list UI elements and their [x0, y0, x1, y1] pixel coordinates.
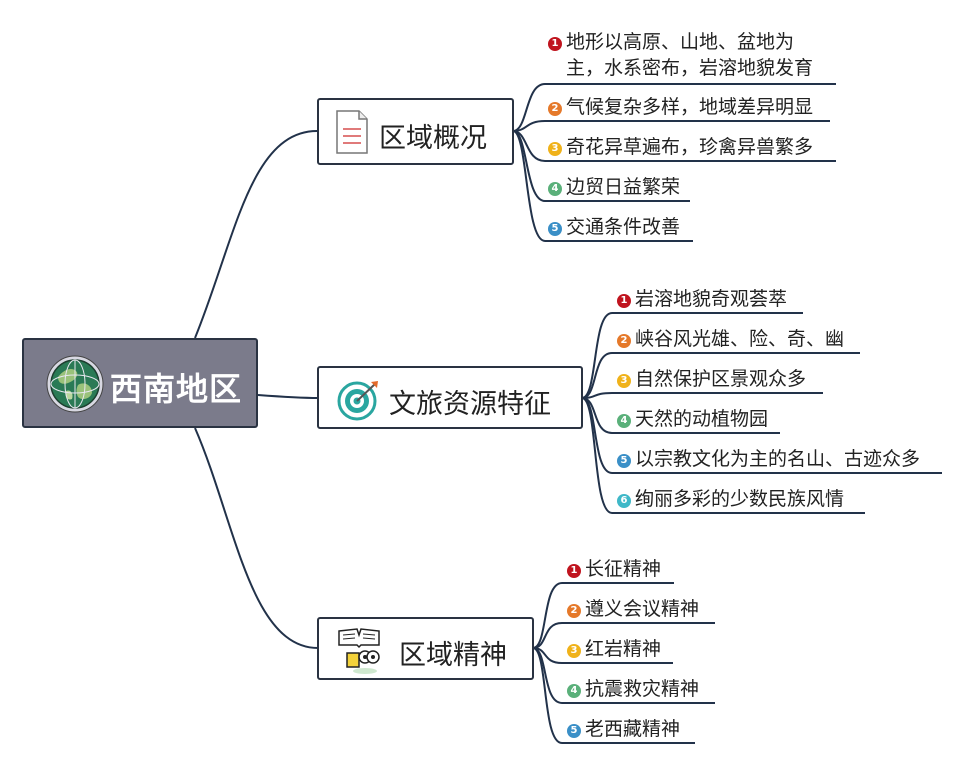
- leaf-text: 红岩精神: [585, 638, 661, 660]
- topic-tourism-resources[interactable]: 文旅资源特征: [317, 366, 583, 429]
- leaf-text: 气候复杂多样，地域差异明显: [566, 96, 813, 118]
- globe-icon: [46, 355, 104, 413]
- number-badge: 5: [548, 222, 562, 236]
- leaf-item[interactable]: 5 老西藏精神: [567, 717, 680, 741]
- leaf-text: 地形以高原、山地、盆地为: [566, 31, 794, 53]
- leaf-item[interactable]: 2 峡谷风光雄、险、奇、幽: [617, 327, 844, 351]
- leaf-text: 峡谷风光雄、险、奇、幽: [635, 328, 844, 350]
- number-badge: 1: [567, 564, 581, 578]
- number-badge: 3: [617, 374, 631, 388]
- leaf-item[interactable]: 5 交通条件改善: [548, 215, 680, 239]
- leaf-text: 绚丽多彩的少数民族风情: [635, 488, 844, 510]
- number-badge: 4: [567, 684, 581, 698]
- topic-regional-spirit[interactable]: 区域精神: [317, 617, 534, 680]
- document-icon: [335, 109, 369, 155]
- number-badge: 2: [617, 334, 631, 348]
- leaf-item[interactable]: 3 红岩精神: [567, 637, 661, 661]
- leaf-item[interactable]: 2 气候复杂多样，地域差异明显: [548, 95, 813, 119]
- number-badge: 3: [567, 644, 581, 658]
- number-badge: 4: [617, 414, 631, 428]
- topic-title: 区域概况: [379, 116, 487, 155]
- number-badge: 1: [548, 37, 562, 51]
- number-badge: 2: [548, 102, 562, 116]
- topic-title: 区域精神: [399, 633, 507, 672]
- leaf-item[interactable]: 3 自然保护区景观众多: [617, 367, 806, 391]
- leaf-text: 自然保护区景观众多: [635, 368, 806, 390]
- leaf-item-continued: 主，水系密布，岩溶地貌发育: [566, 56, 813, 80]
- leaf-item[interactable]: 1 地形以高原、山地、盆地为: [548, 30, 794, 54]
- link-root-topic3: [195, 428, 318, 648]
- leaf-item[interactable]: 3 奇花异草遍布，珍禽异兽繁多: [548, 135, 813, 159]
- leaf-text: 奇花异草遍布，珍禽异兽繁多: [566, 136, 813, 158]
- reader-icon: [335, 625, 385, 675]
- leaf-text: 主，水系密布，岩溶地貌发育: [566, 57, 813, 79]
- leaf-item[interactable]: 5 以宗教文化为主的名山、古迹众多: [617, 447, 920, 471]
- leaf-text: 老西藏精神: [585, 718, 680, 740]
- target-icon: [337, 379, 381, 421]
- topic-region-overview[interactable]: 区域概况: [317, 98, 514, 165]
- number-badge: 1: [617, 294, 631, 308]
- leaf-text: 岩溶地貌奇观荟萃: [635, 288, 787, 310]
- leaf-text: 边贸日益繁荣: [566, 176, 680, 198]
- leaf-item[interactable]: 4 天然的动植物园: [617, 407, 768, 431]
- number-badge: 5: [617, 454, 631, 468]
- number-badge: 6: [617, 494, 631, 508]
- leaf-text: 交通条件改善: [566, 216, 680, 238]
- leaf-item[interactable]: 4 抗震救灾精神: [567, 677, 699, 701]
- number-badge: 4: [548, 182, 562, 196]
- leaf-item[interactable]: 6 绚丽多彩的少数民族风情: [617, 487, 844, 511]
- leaf-text: 遵义会议精神: [585, 598, 699, 620]
- leaf-text: 以宗教文化为主的名山、古迹众多: [635, 448, 920, 470]
- number-badge: 3: [548, 142, 562, 156]
- leaf-item[interactable]: 1 长征精神: [567, 557, 661, 581]
- leaf-text: 长征精神: [585, 558, 661, 580]
- leaf-item[interactable]: 4 边贸日益繁荣: [548, 175, 680, 199]
- number-badge: 5: [567, 724, 581, 738]
- number-badge: 2: [567, 604, 581, 618]
- leaf-item[interactable]: 2 遵义会议精神: [567, 597, 699, 621]
- link-root-topic1: [195, 131, 318, 338]
- root-title: 西南地区: [110, 364, 242, 410]
- leaf-item[interactable]: 1 岩溶地貌奇观荟萃: [617, 287, 787, 311]
- leaf-text: 天然的动植物园: [635, 408, 768, 430]
- root-node[interactable]: 西南地区: [22, 338, 258, 428]
- leaf-text: 抗震救灾精神: [585, 678, 699, 700]
- topic-title: 文旅资源特征: [389, 382, 551, 421]
- link-root-topic2: [258, 395, 318, 398]
